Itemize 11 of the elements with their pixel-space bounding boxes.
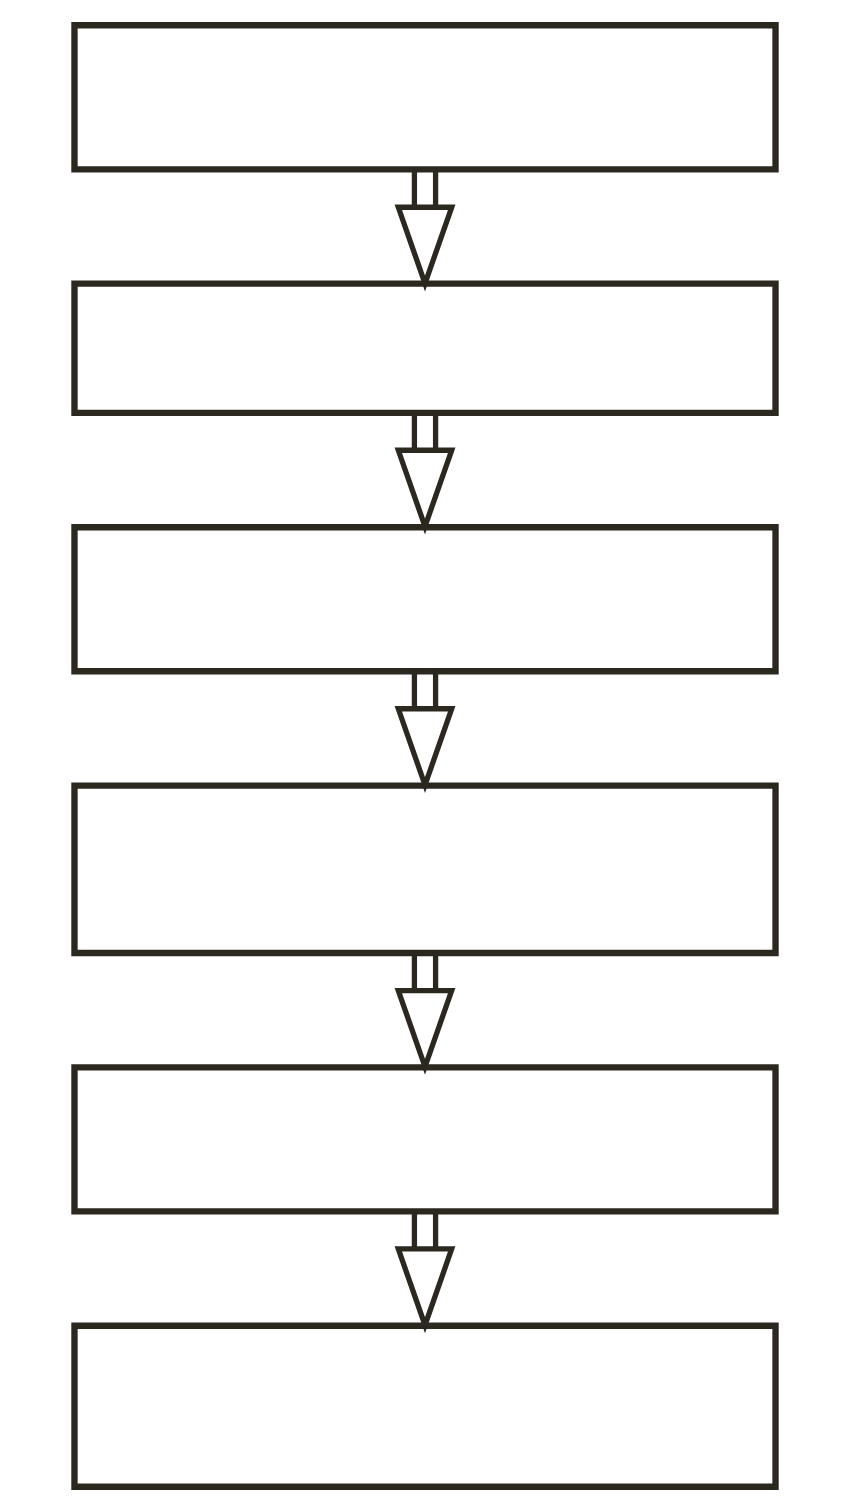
node-box	[71, 22, 779, 173]
node-box	[71, 1064, 779, 1215]
node-box	[71, 280, 779, 417]
arrow	[394, 671, 456, 794]
node-box	[71, 782, 779, 957]
arrow	[394, 413, 456, 535]
arrow	[394, 1211, 456, 1334]
arrow	[394, 953, 456, 1075]
node-box	[71, 524, 779, 675]
node-box	[71, 1322, 779, 1490]
arrow	[394, 169, 456, 292]
